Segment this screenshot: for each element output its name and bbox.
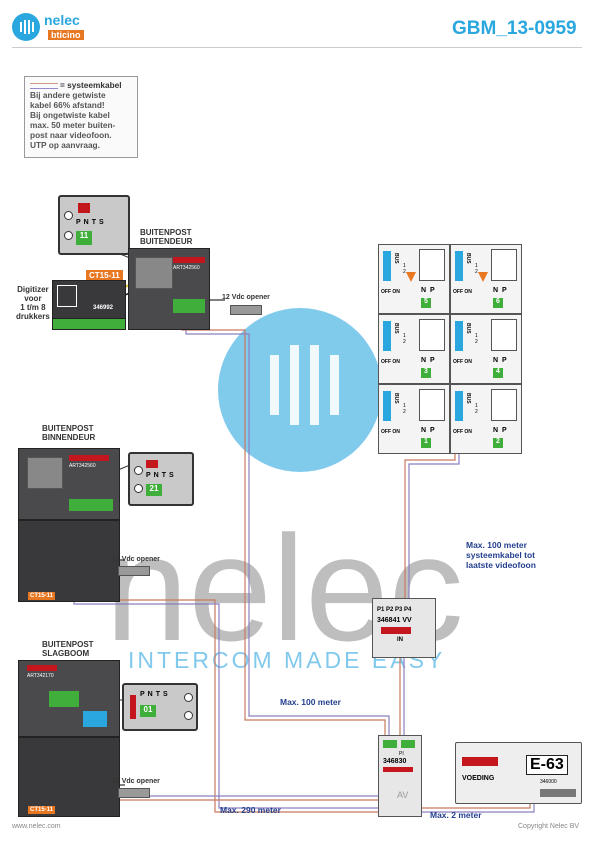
door-opener [230,305,262,315]
system-cable-swatch [30,82,58,89]
bus-label: BUS [465,393,471,404]
handset-icon [419,249,445,281]
note-max290: Max. 290 meter [220,805,281,815]
gate-lower-panel [18,737,120,817]
handset-icon [419,389,445,421]
gate-terminal-zoom: PNTS 01 [122,683,198,731]
brand-sub: bticino [48,30,84,40]
offon-label: OFF ON [381,289,400,295]
arrow-icon [406,272,416,282]
controller-346830: PI 346830 AV [378,735,422,817]
inner-terminal-zoom: PNTS 21 [128,452,194,506]
power-model: E-63 [526,755,568,775]
door-terminal-zoom: PNTS 11 [58,195,130,255]
gate-opener-label: 12 Vdc opener [112,778,160,785]
handset-icon [491,249,517,281]
door-opener-label: 12 Vdc opener [222,294,270,301]
monitor-number: 5 [421,298,431,308]
door-art: ART342560 [173,265,200,271]
legend-line-1: = systeemkabel [60,80,122,90]
door-ct-badge: CT15-11 [86,270,123,281]
digitizer-module: 346992 [52,280,126,320]
legend-line: kabel 66% afstand! [30,100,105,110]
brand-name: nelec [44,12,80,28]
monitor-number: 3 [421,368,431,378]
door-digit: 1 [79,231,84,240]
offon-label: OFF ON [453,429,472,435]
digitizer-terminal-strip [52,318,126,330]
note-max2: Max. 2 meter [430,810,482,820]
note-max100: Max. 100 meter [280,697,341,707]
monitor-number: 2 [493,438,503,448]
handset-icon [491,389,517,421]
monitor-number: 6 [493,298,503,308]
legend-line: post naar videofoon. [30,130,112,140]
bus-label: BUS [465,323,471,334]
power-supply-e63: E-63 VOEDING 346000 [455,742,582,804]
brand-logo [12,13,40,41]
footer-copyright: Copyright Nelec BV [518,823,580,830]
handset-icon [419,319,445,351]
inner-lower-panel [18,520,120,602]
legend-line: max. 50 meter buiten- [30,120,116,130]
legend-line: UTP op aanvraag. [30,140,100,150]
drawing-code: GBM_13-0959 [452,18,577,39]
bus-label: BUS [393,323,399,334]
brand-logo-icon [20,20,34,34]
bus-label: BUS [465,253,471,264]
door-panel: ART342560 [128,248,210,330]
monitor-number: 4 [493,368,503,378]
handset-icon [491,319,517,351]
legend-line: Bij ongetwiste kabel [30,110,110,120]
inner-ct-badge: CT15-11 [28,592,56,600]
offon-label: OFF ON [381,359,400,365]
footer-website: www.nelec.com [12,823,61,830]
gate-panel: ART342170 [18,660,120,737]
offon-label: OFF ON [453,359,472,365]
bus-label: BUS [393,393,399,404]
offon-label: OFF ON [381,429,400,435]
inner-opener [118,566,150,576]
arrow-icon [478,272,488,282]
monitor-number: 1 [421,438,431,448]
legend-box: = systeemkabel Bij andere getwiste kabel… [24,76,138,158]
inner-opener-label: 12 Vdc opener [112,556,160,563]
offon-label: OFF ON [453,289,472,295]
inner-panel: ART342560 [18,448,120,520]
distributor-346841: P1 P2 P3 P4 346841 VV IN [372,598,436,658]
gate-ct-badge: CT15-11 [28,806,56,814]
watermark-circle [218,308,382,472]
watermark-logo-icon [270,345,339,425]
bus-label: BUS [393,253,399,264]
header-rule [12,47,582,48]
legend-line: Bij andere getwiste [30,90,106,100]
gate-opener [118,788,150,798]
